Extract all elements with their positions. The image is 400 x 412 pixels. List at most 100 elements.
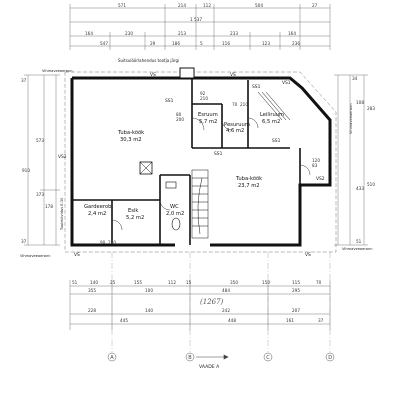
boundary-line [64,71,337,253]
room-name-5: Tuba-köök [235,176,262,182]
note-boundary-lb: Vihmaveeaerann [20,254,51,258]
handwritten-total: (1267) [200,298,224,306]
right-dim-d: 433 [356,186,364,191]
bot-dim-4c: 161 [286,318,294,323]
tag-vs-top-mid: VS [230,72,236,78]
top-dim-1c: 112 [203,3,211,8]
axis-lines [111,252,331,352]
room-name-4: Leiliruum [260,112,284,118]
note-boundary-lt: Vihmaveeaerann [42,69,73,73]
top-dim-4d: 5 [200,41,203,46]
bot-dim-4d: 37 [318,318,324,323]
right-dimensions [334,74,368,246]
chimney-block [179,67,195,79]
door-mark-1: 92 [200,91,206,96]
bot-dim-1c: 25 [110,280,116,285]
tag-vs-bot-left: VS [74,252,80,258]
top-dim-1a: 571 [118,3,126,8]
room-name-6: Gardeerob [84,204,112,210]
interior-walls [72,78,301,245]
top-dim-4c: 186 [172,41,180,46]
tag-vs-top-left: VS [150,72,156,78]
room-name-1: Tuba-köök [117,130,144,136]
bot-dim-2d: 295 [292,288,300,293]
bot-dim-1e: 112 [168,280,176,285]
section-label: VAADE A [199,364,220,370]
bot-dim-1g: 350 [230,280,238,285]
left-dim-d: 178 [45,204,53,209]
bot-dim-3c: 242 [222,308,230,313]
door-mark-4: 210 [240,102,248,107]
outer-walls [70,76,332,247]
top-dim-3c: 213 [178,31,186,36]
tag-ss-b: SS1 [252,84,261,90]
room-area-5: 23,7 m2 [238,183,260,189]
left-dim-b: 573 [36,138,44,143]
top-dim-4b: 29 [150,41,156,46]
note-left-side: Tuulekõvidus E-30 [60,197,64,231]
room-name-8: WC [170,204,179,210]
bot-dim-1d: 155 [134,280,142,285]
note-boundary-rb: Vihmaveeaerann [342,247,373,251]
right-dim-b: 108 [356,100,364,105]
tag-ss-a: SS1 [165,98,174,104]
tag-vs2-left: VS2 [58,154,67,160]
door-mark-5: 80 [176,112,182,117]
door-mark-8: 210 [108,240,116,245]
stove-symbol [139,161,153,175]
bot-dim-2c: 484 [222,288,230,293]
top-dim-4e: 116 [222,41,230,46]
top-dim-4g: 236 [292,41,300,46]
right-dim-a: 34 [352,76,358,81]
axis-bubbles [107,352,335,362]
top-dim-1b: 214 [178,3,186,8]
axis-label-b: B [188,355,192,361]
top-dim-3d: 233 [230,31,238,36]
door-mark-2: 210 [200,96,208,101]
tag-vs2-right: VS2 [316,176,325,182]
top-dim-1d: 504 [255,3,263,8]
room-name-7: Esik [128,208,138,214]
bot-dim-4a: 445 [120,318,128,323]
bot-dim-2b: 100 [145,288,153,293]
door-mark-9: 120 [312,158,320,163]
bot-dim-1h: 150 [262,280,270,285]
right-dim-f: 51 [356,239,362,244]
bot-dim-1j: 70 [316,280,322,285]
room-area-1: 30,3 m2 [120,137,142,143]
room-area-4: 6,5 m2 [262,119,280,125]
room-area-7: 5,2 m2 [126,215,144,221]
bot-dim-3a: 228 [88,308,96,313]
top-dim-4a: 547 [100,41,108,46]
door-mark-10: 83 [312,163,318,168]
axis-label-c: C [266,355,270,361]
staircase [191,169,209,239]
bot-dim-3d: 207 [292,308,300,313]
door-mark-7: 90 [100,240,106,245]
room-area-6: 2,4 m2 [88,211,106,217]
section-arrow [196,354,229,360]
bot-dim-3b: 140 [145,308,153,313]
top-dim-2a: 1 537 [190,17,202,22]
axis-label-d: D [328,355,332,361]
bot-dim-1f: 15 [186,280,192,285]
top-dim-3b: 230 [125,31,133,36]
wc-toilet [171,217,181,231]
top-dim-4f: 123 [262,41,270,46]
room-area-3: 4,6 m2 [226,128,244,134]
top-dim-3a: 164 [85,31,93,36]
room-name-3: Pesuruum [224,122,250,128]
sauna-bench [257,91,291,121]
door-swings [111,117,311,231]
bot-dim-1b: 140 [90,280,98,285]
room-area-2: 5,7 m2 [199,119,217,125]
wc-basin [165,181,177,189]
room-name-2: Esruum [198,112,218,118]
room-area-8: 2,0 m2 [166,211,184,217]
door-mark-6: 200 [176,117,184,122]
chimney-note: Suitsulõõrlahendus tootja järgi [118,58,179,63]
left-dim-e: 373 [36,192,44,197]
bot-dim-2a: 355 [88,288,96,293]
left-dim-f: 37 [21,239,27,244]
tag-ss-c: SS1 [272,138,281,144]
